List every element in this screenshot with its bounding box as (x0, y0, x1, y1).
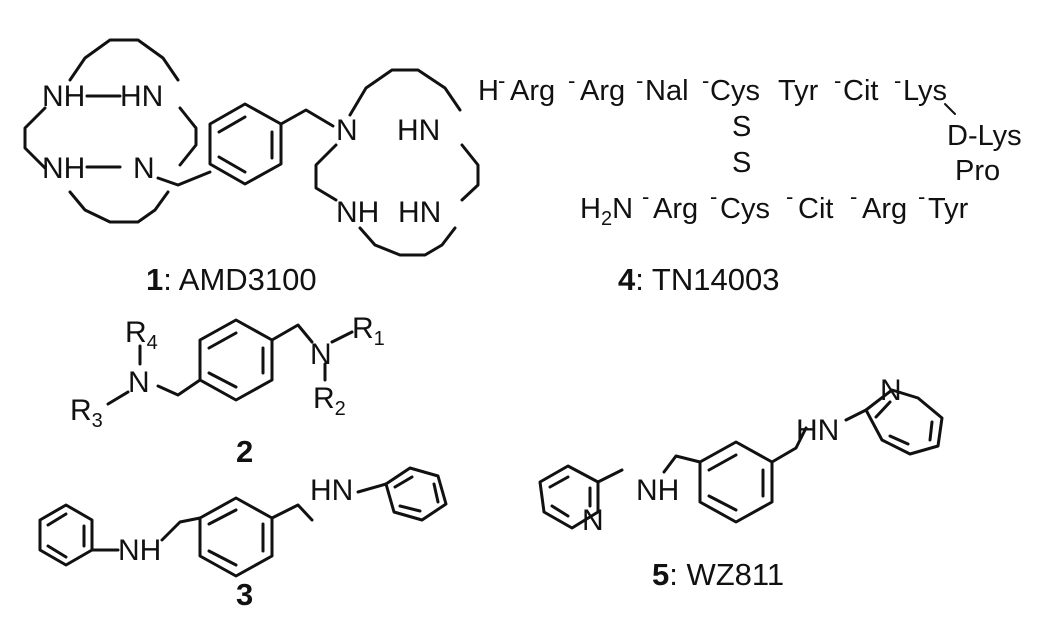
right-cyclam-ring: N HN NH HN (314, 68, 480, 257)
svg-text:-: - (498, 68, 505, 93)
svg-text:-: - (642, 184, 649, 209)
compound-1-structure: NH HN NH N N HN NH HN 1: AMD3100 (23, 38, 480, 297)
nh-atom: NH (42, 152, 85, 185)
r4-group: R4 (125, 316, 158, 354)
pyridine-n-atom: N (880, 374, 902, 407)
xylene-linker (156, 102, 335, 187)
svg-text:Nal: Nal (645, 75, 689, 107)
svg-text:Cit: Cit (798, 193, 833, 225)
n-atom: N (133, 152, 155, 185)
svg-text:Cit: Cit (843, 75, 878, 107)
compound-3-label: 3 (236, 577, 253, 612)
h2n-terminus: H2N (580, 193, 633, 230)
compound-2-structure: N N R4 R1 R2 R3 2 (70, 312, 385, 469)
peptide-bottom-row: H2N - Arg - Cys - Cit - Arg - Tyr (580, 184, 969, 230)
hn-atom: HN (398, 196, 441, 229)
svg-text:Tyr: Tyr (928, 193, 969, 225)
r3-group: R3 (70, 394, 103, 432)
nh-atom: NH (336, 196, 379, 229)
nh-atom: NH (42, 80, 85, 113)
peptide-top-row: H - Arg - Arg - Nal - Cys Tyr - Cit - Ly… (478, 68, 956, 115)
svg-text:HN: HN (796, 414, 839, 447)
svg-text:D-Lys: D-Lys (947, 120, 1022, 152)
peptide-right-side: D-Lys Pro (947, 120, 1022, 187)
pyridine-n-atom: N (582, 504, 604, 537)
compound-4-peptide: H - Arg - Arg - Nal - Cys Tyr - Cit - Ly… (478, 68, 1022, 297)
peptide-disulfide: S S (732, 111, 751, 179)
svg-text:HN: HN (310, 474, 353, 507)
svg-text:-: - (834, 68, 841, 93)
svg-text:Arg: Arg (510, 75, 555, 107)
svg-text:Pro: Pro (955, 155, 1000, 187)
svg-text:NH: NH (636, 474, 679, 507)
left-cyclam-ring: NH HN NH N (23, 38, 198, 224)
svg-text:NH: NH (118, 534, 161, 567)
r1-group: R1 (352, 312, 385, 350)
hn-atom: HN (397, 114, 440, 147)
svg-text:H: H (478, 75, 499, 107)
svg-text:Arg: Arg (653, 193, 698, 225)
svg-text:-: - (710, 184, 717, 209)
svg-text:-: - (850, 184, 857, 209)
compound-1-label: 1: AMD3100 (146, 262, 317, 297)
svg-text:Tyr: Tyr (778, 75, 819, 107)
svg-text:N: N (310, 338, 332, 371)
svg-text:Cys: Cys (710, 75, 760, 107)
hn-atom: HN (120, 80, 163, 113)
svg-text:-: - (918, 184, 925, 209)
svg-text:Arg: Arg (580, 75, 625, 107)
svg-text:N: N (128, 366, 150, 399)
svg-text:S: S (732, 147, 751, 179)
compound-3-structure: NH HN 3 (38, 466, 448, 612)
svg-text:Lys: Lys (903, 75, 947, 107)
n-atom: N (336, 114, 358, 147)
svg-text:S: S (732, 111, 751, 143)
compound-5-structure: N NH HN N 5: WZ811 (538, 374, 944, 592)
svg-text:Arg: Arg (862, 193, 907, 225)
compound-2-label: 2 (236, 434, 253, 469)
compound-4-label: 4: TN14003 (618, 262, 779, 297)
r2-group: R2 (313, 382, 346, 420)
svg-text:-: - (786, 184, 793, 209)
svg-text:-: - (702, 68, 709, 93)
svg-text:-: - (894, 68, 901, 93)
svg-text:Cys: Cys (720, 193, 770, 225)
svg-text:-: - (636, 68, 643, 93)
svg-text:-: - (568, 68, 575, 93)
compound-5-label: 5: WZ811 (652, 557, 784, 592)
